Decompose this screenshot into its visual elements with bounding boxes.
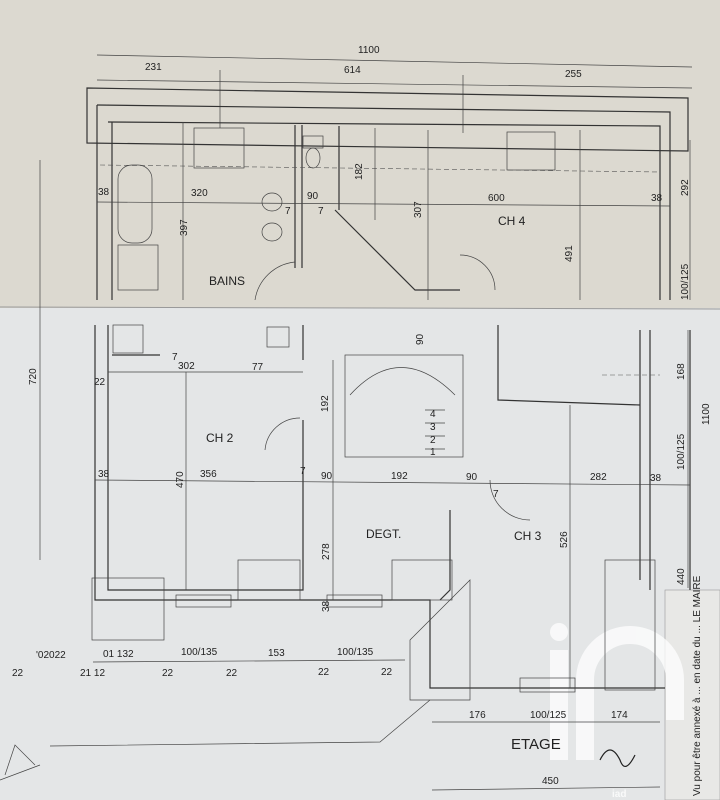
- dim-38-left: 38: [98, 187, 110, 198]
- room-label-ch3: CH 3: [514, 529, 542, 543]
- dim-320: 320: [191, 188, 208, 199]
- dim-526: 526: [559, 531, 570, 548]
- stair-step-2: 2: [430, 435, 436, 446]
- approval-stamp-box: [664, 589, 720, 800]
- sink-icon: [261, 192, 283, 212]
- lower-sheet: [0, 308, 720, 800]
- dim-22-1: 22: [162, 668, 174, 679]
- watermark-text: iad: [612, 789, 626, 800]
- window-ch2: [175, 594, 232, 608]
- dim-356: 356: [200, 469, 217, 480]
- stair-step-3: 3: [430, 422, 436, 433]
- dim-7-ch2: 7: [172, 352, 178, 363]
- staircase: [344, 354, 464, 458]
- dim-90: 90: [307, 191, 319, 202]
- level-title: ETAGE: [511, 736, 561, 753]
- dim-22: 22: [94, 377, 106, 388]
- dim-397: 397: [179, 219, 190, 236]
- dim-302: 302: [178, 361, 195, 372]
- dim-278: 278: [321, 543, 332, 560]
- window-degt: [326, 594, 383, 608]
- dim-100-135-b: 100/135: [337, 647, 374, 658]
- lower-dimensions: 302 77 22 7 192 90 CH 2 38 470 356 7 90 …: [94, 330, 712, 688]
- dim-231: 231: [145, 62, 162, 73]
- dim-38-bottom: 38: [321, 600, 332, 612]
- dim-174: 174: [611, 710, 628, 721]
- dim-7b: 7: [318, 206, 324, 217]
- room-label-ch2: CH 2: [206, 431, 234, 445]
- upper-sheet: [0, 0, 720, 308]
- window-ch3: [519, 677, 576, 693]
- toilet-icon: [305, 147, 321, 169]
- dim-mirrored-2: 21 12: [80, 668, 105, 679]
- dim-mirrored-3: 22: [12, 668, 24, 679]
- dim-282: 282: [590, 472, 607, 483]
- dim-176: 176: [469, 710, 486, 721]
- dim-22-3: 22: [318, 667, 330, 678]
- dim-90-b: 90: [466, 472, 478, 483]
- dim-440: 440: [676, 568, 687, 585]
- top-dimensions: 1100 231 614 255: [96, 45, 693, 133]
- dim-77: 77: [252, 362, 264, 373]
- shower-tray-icon: [117, 244, 159, 291]
- dim-255: 255: [565, 69, 582, 80]
- stair-curve: [349, 367, 456, 396]
- upper-dimensions: 38 320 90 600 38 7 7 182 307 397 491 292…: [28, 122, 691, 560]
- dim-window-right-lower: 100/125: [676, 433, 687, 470]
- signature: [599, 749, 636, 767]
- dim-total-width: 1100: [358, 45, 380, 56]
- dim-1100-vertical: 1100: [701, 403, 712, 425]
- dim-22-4: 22: [381, 667, 393, 678]
- dim-38-right-lower: 38: [650, 473, 662, 484]
- dim-491: 491: [564, 245, 575, 262]
- dim-stair-90: 90: [415, 333, 426, 345]
- dim-192-vertical: 192: [320, 395, 331, 412]
- dim-168: 168: [676, 363, 687, 380]
- dim-614: 614: [344, 65, 361, 76]
- lower-walls: [91, 324, 691, 701]
- duct-icon: [266, 326, 290, 348]
- stair-step-1: 1: [430, 447, 436, 458]
- bathtub-icon: [117, 164, 153, 244]
- dim-38-right: 38: [651, 193, 663, 204]
- dim-600: 600: [488, 193, 505, 204]
- dim-mirrored-1: '02022: [36, 650, 66, 661]
- dim-153: 153: [268, 648, 285, 659]
- stair-step-4: 4: [430, 409, 436, 420]
- sink-icon: [261, 222, 283, 242]
- dim-22-2: 22: [226, 668, 238, 679]
- dim-720: 720: [28, 368, 39, 385]
- dim-100-125-bottom: 100/125: [530, 710, 567, 721]
- dim-7-door: 7: [300, 466, 306, 477]
- door-swing-ch3: [489, 479, 531, 521]
- room-label-degt: DEGT.: [366, 527, 401, 541]
- door-swing-ch4: [459, 254, 496, 291]
- shower-icon: [112, 324, 144, 354]
- dim-192: 192: [391, 471, 408, 482]
- dim-7-ch3: 7: [493, 489, 499, 500]
- iad-watermark-logo: [550, 623, 684, 760]
- dim-100-135-a: 100/135: [181, 647, 218, 658]
- dim-7a: 7: [285, 206, 291, 217]
- approval-note: Vu pour être annexé à ... en date du ...…: [692, 575, 703, 796]
- dim-38-left-lower: 38: [98, 469, 110, 480]
- room-label-bains: BAINS: [209, 274, 245, 288]
- door-swing-bath: [254, 261, 296, 301]
- bottom-dimensions: '02022 22 21 12 01 132 100/135 153 100/1…: [0, 647, 661, 791]
- door-swing-ch2: [264, 417, 301, 451]
- window-bath: [193, 127, 245, 169]
- dim-307: 307: [413, 201, 424, 218]
- dim-292: 292: [680, 179, 691, 196]
- dim-window-right: 100/125: [680, 263, 691, 300]
- dim-132: 01 132: [103, 649, 134, 660]
- dim-90-a: 90: [321, 471, 333, 482]
- sheet-seam: [0, 306, 720, 310]
- dim-450: 450: [542, 776, 559, 787]
- window-ch4: [506, 131, 556, 171]
- room-label-ch4: CH 4: [498, 214, 526, 228]
- dim-182: 182: [354, 163, 365, 180]
- dim-470: 470: [175, 471, 186, 488]
- upper-walls: [86, 87, 689, 301]
